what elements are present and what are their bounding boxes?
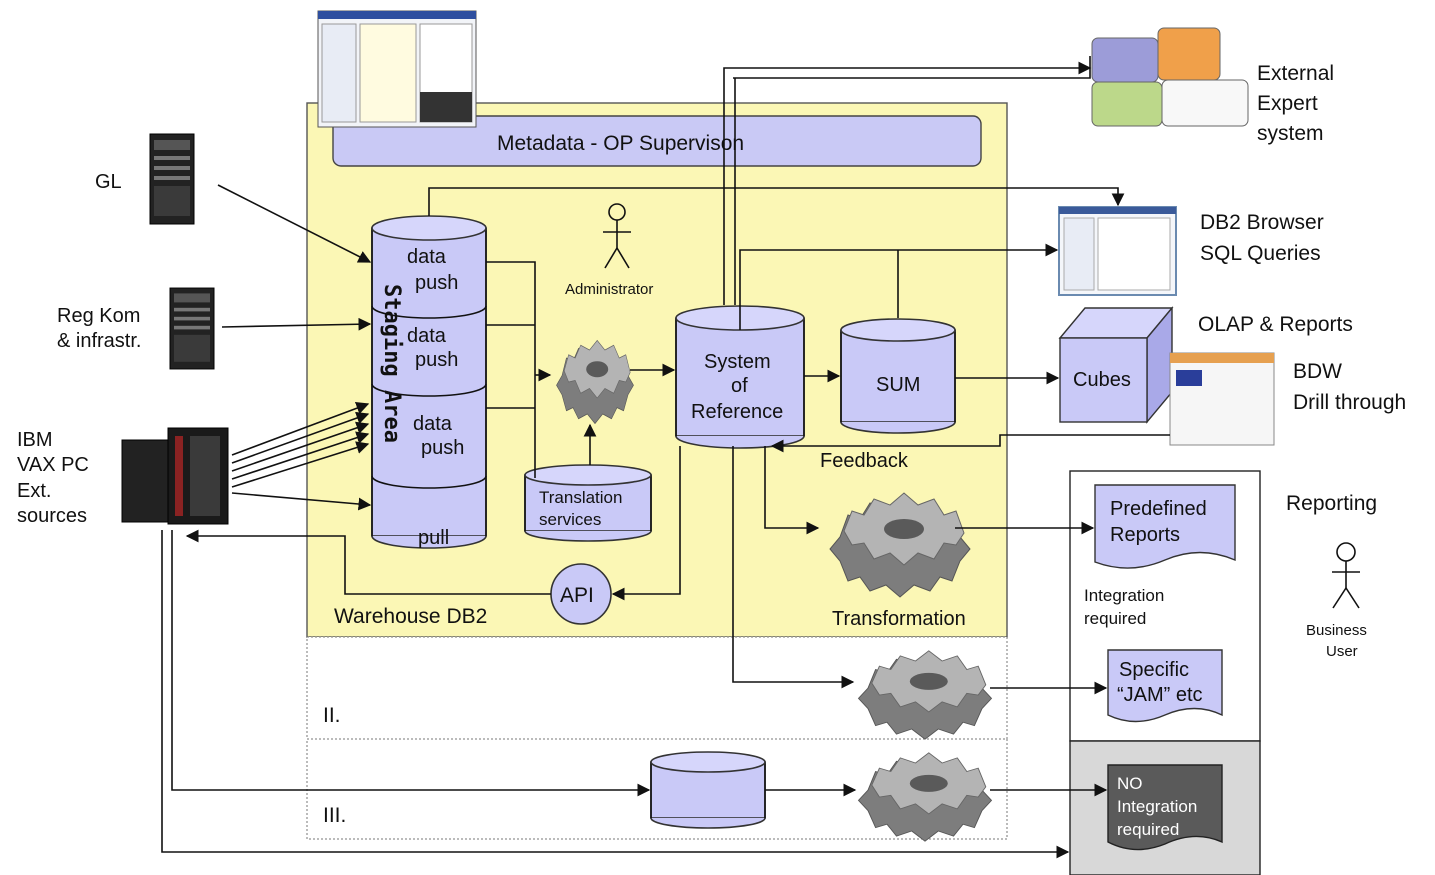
external-line2: Expert [1257,92,1318,115]
business-user-line2: User [1326,643,1358,660]
no-integration-line1: NO [1117,774,1143,793]
cubes-label: Cubes [1073,369,1131,391]
db2browser-line2: SQL Queries [1200,242,1321,265]
regkom-label-2: & infrastr. [57,330,141,352]
warehouse-label: Warehouse DB2 [334,605,487,628]
specific-line1: Specific [1119,659,1189,681]
tier3-cylinder [650,751,766,829]
olap-label: OLAP & Reports [1198,313,1353,336]
metadata-label: Metadata - OP Supervison [497,132,744,155]
gl-label: GL [95,171,122,193]
tier2-label: II. [323,704,341,727]
staging-seg4: pull [418,527,449,549]
sor-line2: of [731,375,748,397]
specific-jam-doc [1107,649,1223,723]
business-user-icon [1332,542,1360,609]
ibm-label-1: IBM [17,429,53,451]
specific-line2: “JAM” etc [1117,684,1203,706]
ibm-label-2: VAX PC [17,454,89,476]
no-integration-line2: Integration [1117,797,1197,816]
tier3-label: III. [323,804,346,827]
administrator-icon [603,203,631,269]
ibm-label-3: Ext. [17,480,51,502]
predefined-reports-doc [1094,484,1236,569]
system-of-reference-cylinder [675,305,805,449]
staging-area-cylinder [371,215,487,549]
staging-seg1-line2: push [415,272,458,294]
db2browser-line1: DB2 Browser [1200,211,1324,234]
staging-seg2-line2: push [415,349,458,371]
no-integration-doc [1107,764,1223,851]
external-line1: External [1257,62,1334,85]
staging-seg2-line1: data [407,325,447,347]
translation-line2: services [539,510,601,529]
puzzle-icon [1091,27,1249,127]
reporting-label: Reporting [1286,492,1377,515]
sum-cylinder [840,318,956,434]
ibm-label-4: sources [17,505,87,527]
predefined-line1: Predefined [1110,498,1207,520]
gl-server-icon [149,133,195,225]
staging-vertical-label: Staging Area [379,284,404,443]
metadata-screenshot [317,10,477,128]
regkom-server-icon [169,287,215,370]
predefined-line2: Reports [1110,524,1180,546]
mainframe-icon [121,427,229,525]
transformation-label: Transformation [832,608,966,630]
metadata-bar [332,115,982,167]
sor-line1: System [704,351,771,373]
db2-browser-screenshot [1058,206,1177,296]
integration-line2: required [1084,609,1146,628]
sor-line3: Reference [691,401,783,423]
staging-seg3-line1: data [413,413,453,435]
api-label: API [560,584,594,607]
external-line3: system [1257,122,1324,145]
bdw-line2: Drill through [1293,391,1406,414]
business-user-line1: Business [1306,622,1367,639]
translation-line1: Translation [539,488,622,507]
staging-seg3-line2: push [421,437,464,459]
staging-seg1-line1: data [407,246,447,268]
cubes-icon [1058,306,1174,424]
connectors [161,56,1170,859]
feedback-label: Feedback [820,450,909,472]
bdw-screenshot [1169,352,1275,446]
translation-services-cylinder [524,464,652,542]
bdw-line1: BDW [1293,360,1342,383]
regkom-label-1: Reg Kom [57,305,140,327]
no-integration-line3: required [1117,820,1179,839]
integration-line1: Integration [1084,586,1164,605]
administrator-label: Administrator [565,281,653,298]
sum-label: SUM [876,374,920,396]
